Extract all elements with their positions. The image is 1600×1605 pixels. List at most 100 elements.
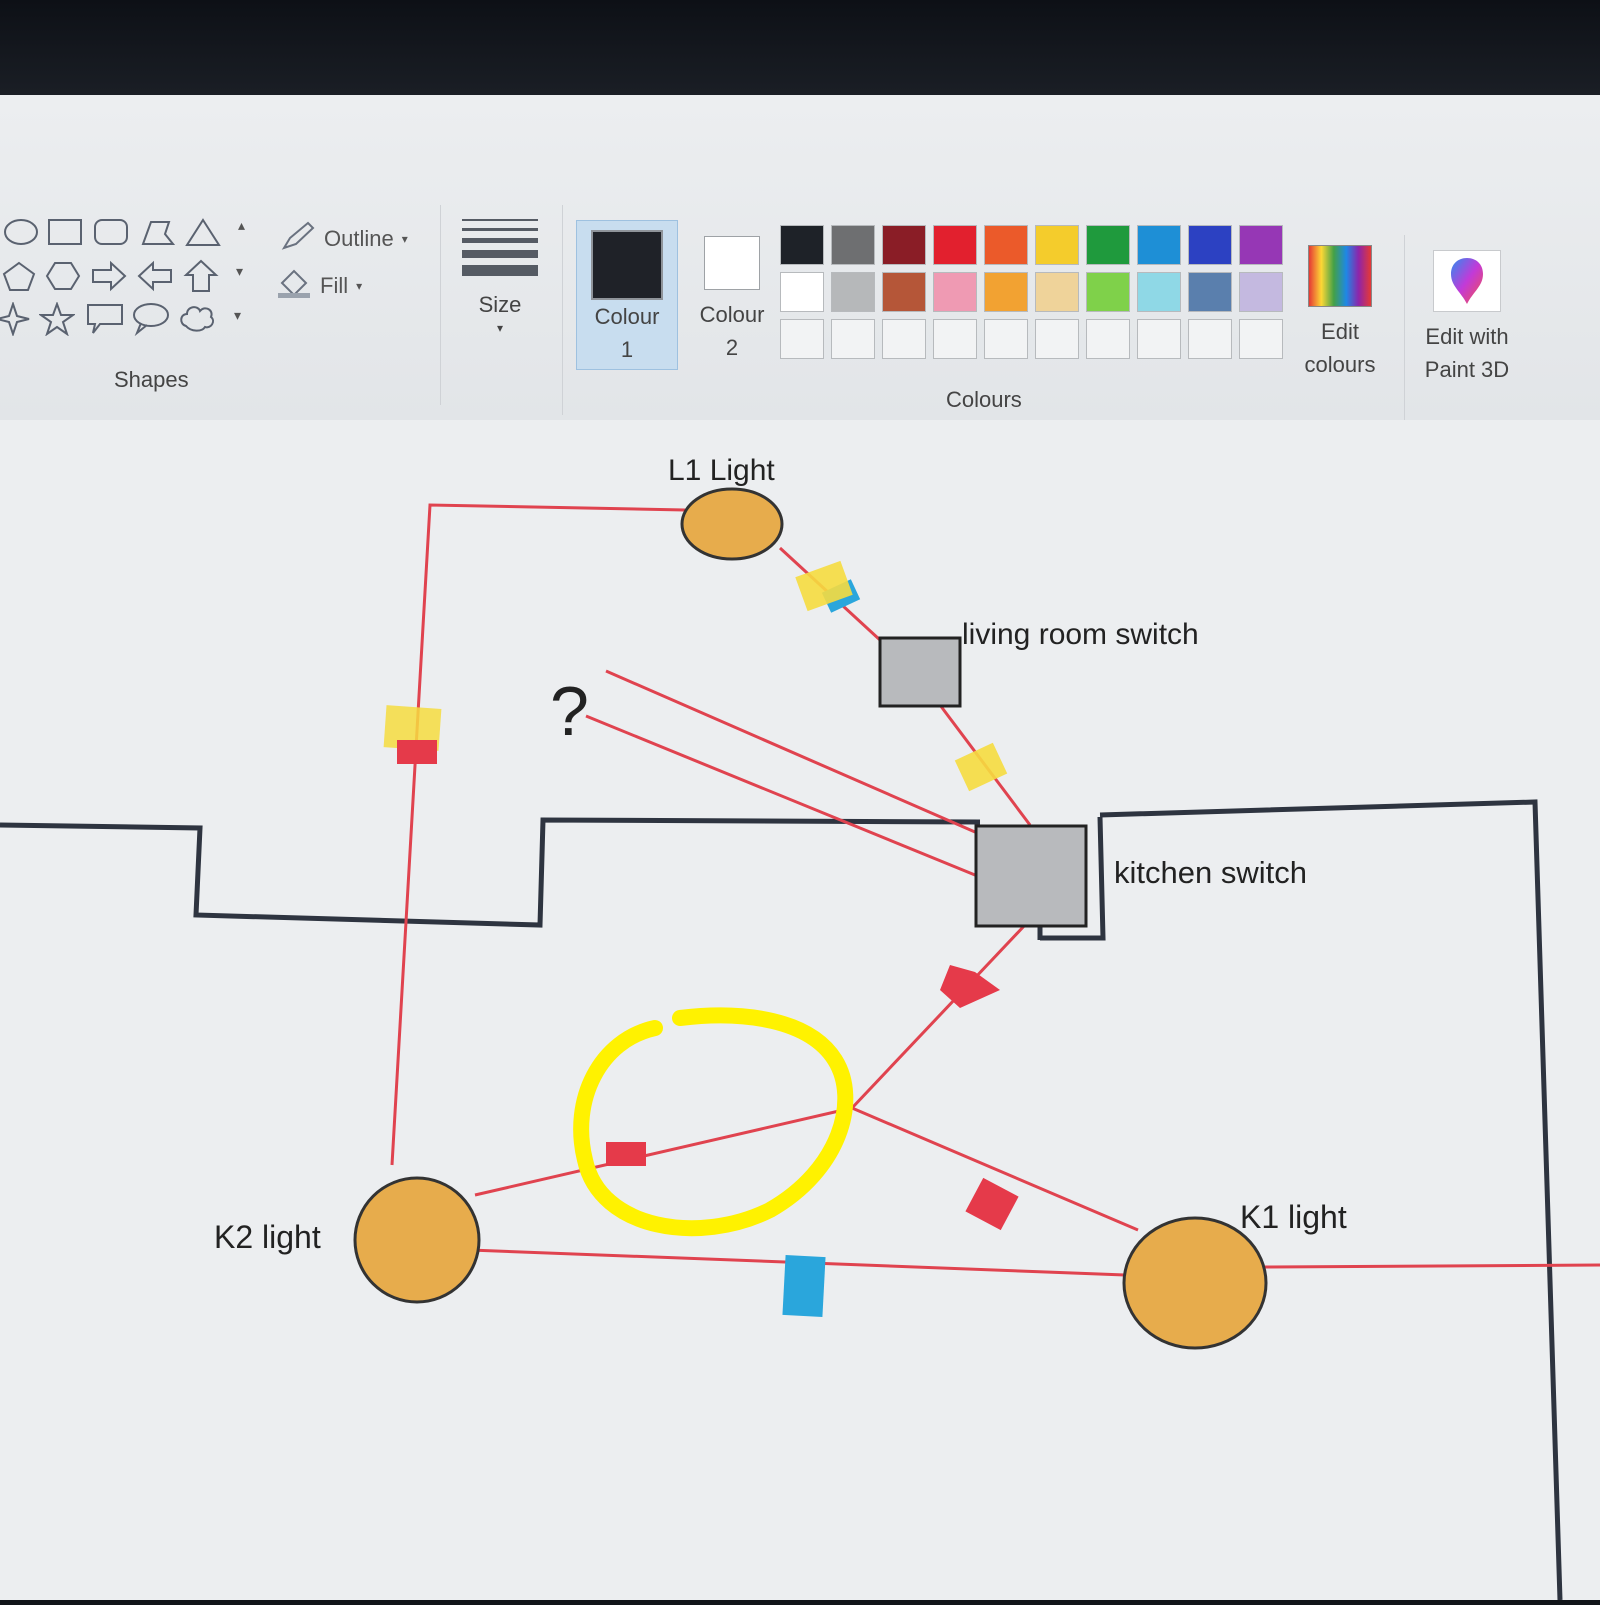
wiring-diagram: L1 Light living room switch ? kitchen sw…	[0, 454, 1600, 1601]
palette-swatch[interactable]	[1035, 225, 1079, 265]
palette-swatch[interactable]	[1035, 272, 1079, 312]
gallery-expand-icon[interactable]: ▾	[234, 307, 242, 323]
palette-swatch[interactable]	[831, 319, 875, 359]
size-label: Size	[478, 292, 522, 317]
edit-colours-button[interactable]: Edit colours	[1298, 245, 1382, 381]
right-arrow-shape-icon[interactable]	[90, 257, 128, 295]
palette-swatch[interactable]	[933, 225, 977, 265]
palette-swatch[interactable]	[780, 225, 824, 265]
colour2-number: 2	[725, 335, 739, 360]
colour-spectrum-icon	[1308, 245, 1372, 307]
edit-with-paint3d-button[interactable]: Edit with Paint 3D	[1412, 250, 1522, 386]
palette-swatch[interactable]	[984, 272, 1028, 312]
paint3d-icon	[1433, 250, 1501, 312]
oval-callout-shape-icon[interactable]	[132, 300, 170, 338]
wire-l1-to-k2	[390, 503, 686, 1166]
palette-swatch[interactable]	[1239, 319, 1283, 359]
fill-dropdown[interactable]: Fill ▾	[276, 267, 362, 305]
palette-swatch[interactable]	[1035, 319, 1079, 359]
outline-label: Outline	[324, 226, 394, 251]
colour1-number: 1	[620, 337, 634, 362]
palette-swatch[interactable]	[780, 272, 824, 312]
palette-swatch[interactable]	[1137, 225, 1181, 265]
line-size-icon	[462, 219, 538, 276]
red-tag	[965, 1177, 1019, 1231]
yellow-tag	[795, 560, 853, 612]
wire-k1-out	[1264, 1263, 1600, 1269]
fill-label: Fill	[320, 273, 349, 298]
chevron-down-icon: ▾	[356, 279, 363, 293]
polygon-shape-icon[interactable]	[138, 213, 176, 251]
gallery-up-icon[interactable]: ▴	[238, 217, 246, 233]
palette-swatch[interactable]	[882, 225, 926, 265]
palette-swatch[interactable]	[1086, 272, 1130, 312]
rounded-rectangle-shape-icon[interactable]	[92, 213, 130, 251]
palette-swatch[interactable]	[831, 225, 875, 265]
floor-plan-walls	[0, 799, 1563, 1601]
palette-swatch[interactable]	[780, 319, 824, 359]
palette-swatch[interactable]	[1188, 272, 1232, 312]
palette-swatch[interactable]	[933, 272, 977, 312]
fill-bucket-icon	[276, 267, 312, 305]
gallery-down-icon[interactable]: ▾	[236, 263, 244, 279]
chevron-down-icon: ▾	[496, 321, 504, 335]
palette-swatch[interactable]	[882, 319, 926, 359]
up-arrow-shape-icon[interactable]	[182, 257, 220, 295]
paint3d-label-1: Edit with	[1425, 324, 1509, 349]
size-button[interactable]: Size ▾	[455, 215, 545, 335]
rectangular-callout-shape-icon[interactable]	[86, 300, 124, 338]
palette-swatch[interactable]	[882, 272, 926, 312]
red-tag	[397, 740, 437, 764]
wire-tags	[383, 560, 1019, 1318]
pentagon-shape-icon[interactable]	[0, 257, 38, 295]
palette-swatch[interactable]	[984, 225, 1028, 265]
colour1-swatch	[591, 230, 663, 300]
palette-swatch[interactable]	[1239, 272, 1283, 312]
k1-light-label: K1 light	[1240, 1199, 1347, 1235]
yellow-tag	[383, 705, 442, 751]
rectangle-shape-icon[interactable]	[46, 213, 84, 251]
wire-kitchen-to-junction	[850, 923, 1027, 1110]
four-point-star-shape-icon[interactable]	[0, 300, 32, 338]
wire-junction-to-k1	[851, 1106, 1139, 1232]
left-arrow-shape-icon[interactable]	[136, 257, 174, 295]
edit-colours-label-1: Edit	[1321, 319, 1359, 344]
hexagon-shape-icon[interactable]	[44, 257, 82, 295]
palette-swatch[interactable]	[933, 319, 977, 359]
palette-swatch[interactable]	[1188, 225, 1232, 265]
shapes-group-label: Shapes	[114, 367, 189, 392]
palette-swatch[interactable]	[1137, 272, 1181, 312]
colour1-button[interactable]: Colour 1	[576, 220, 678, 370]
living-room-switch	[878, 636, 962, 708]
palette-swatch[interactable]	[1137, 319, 1181, 359]
colour1-label: Colour	[594, 304, 660, 329]
star-shape-icon[interactable]	[38, 300, 76, 338]
triangle-shape-icon[interactable]	[184, 213, 222, 251]
colours-group-label: Colours	[946, 387, 1022, 412]
oval-shape-icon[interactable]	[2, 213, 40, 251]
palette-swatch[interactable]	[831, 272, 875, 312]
ribbon-toolbar: ▴ ▾ ▾ Outline ▾ Fill ▾ Shapes Size ▾	[0, 95, 1600, 425]
outline-brush-icon	[280, 220, 316, 258]
kitchen-switch-label: kitchen switch	[1114, 855, 1307, 890]
palette-swatch[interactable]	[1086, 319, 1130, 359]
palette-swatch[interactable]	[984, 319, 1028, 359]
yellow-tag	[954, 742, 1008, 792]
separator	[1404, 235, 1405, 425]
colour2-swatch	[704, 236, 760, 290]
colour2-label: Colour	[699, 302, 765, 327]
edit-colours-label-2: colours	[1304, 352, 1376, 377]
cloud-callout-shape-icon[interactable]	[178, 300, 216, 338]
palette-swatch[interactable]	[1239, 225, 1283, 265]
outline-dropdown[interactable]: Outline ▾	[280, 220, 408, 258]
colour2-button[interactable]: Colour 2	[686, 220, 778, 364]
k2-light	[353, 1176, 481, 1304]
blue-tag	[782, 1254, 826, 1318]
k1-light	[1122, 1216, 1268, 1350]
chevron-down-icon: ▾	[401, 232, 408, 246]
k2-light-label: K2 light	[214, 1219, 321, 1255]
drawing-canvas[interactable]: L1 Light living room switch ? kitchen sw…	[0, 420, 1600, 1601]
palette-swatch[interactable]	[1188, 319, 1232, 359]
palette-swatch[interactable]	[1086, 225, 1130, 265]
red-tag	[606, 1142, 646, 1166]
